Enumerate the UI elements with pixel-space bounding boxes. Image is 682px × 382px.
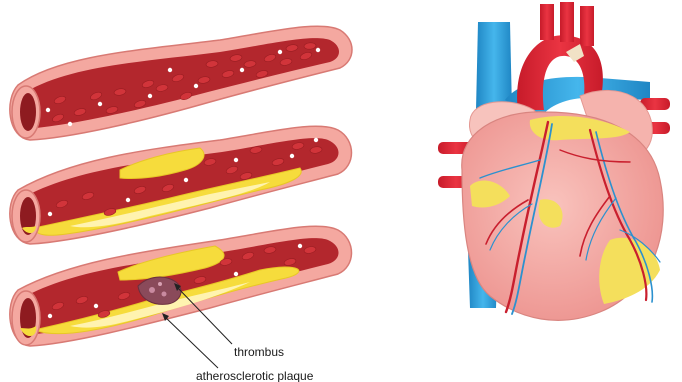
aortic-branch <box>540 4 554 40</box>
plaque-pointer <box>164 316 218 368</box>
white-blood-cell <box>240 68 244 72</box>
white-blood-cell <box>290 154 294 158</box>
healthy-artery <box>10 26 352 140</box>
thrombus-clot-cell <box>162 292 167 297</box>
white-blood-cell <box>298 244 302 248</box>
white-blood-cell <box>168 68 172 72</box>
white-blood-cell <box>94 304 98 308</box>
white-blood-cell <box>278 50 282 54</box>
heart <box>438 2 670 320</box>
white-blood-cell <box>234 272 238 276</box>
white-blood-cell <box>314 138 318 142</box>
white-blood-cell <box>184 178 188 182</box>
white-blood-cell <box>48 212 52 216</box>
white-blood-cell <box>148 94 152 98</box>
plaque-label: atherosclerotic plaque <box>196 369 314 382</box>
aortic-branch <box>580 6 594 46</box>
white-blood-cell <box>98 102 102 106</box>
white-blood-cell <box>126 198 130 202</box>
white-blood-cell <box>234 158 238 162</box>
thrombus-label: thrombus <box>234 345 284 359</box>
superior-vena-cava <box>476 22 512 110</box>
white-blood-cell <box>68 122 72 126</box>
white-blood-cell <box>194 84 198 88</box>
white-blood-cell <box>48 314 52 318</box>
narrowed-artery <box>10 126 352 244</box>
aortic-branch <box>560 2 574 42</box>
thrombus-clot-cell <box>158 282 162 286</box>
thrombus-clot-cell <box>149 287 155 293</box>
vessel-opening-inner <box>20 93 36 131</box>
white-blood-cell <box>46 108 50 112</box>
white-blood-cell <box>316 48 320 52</box>
